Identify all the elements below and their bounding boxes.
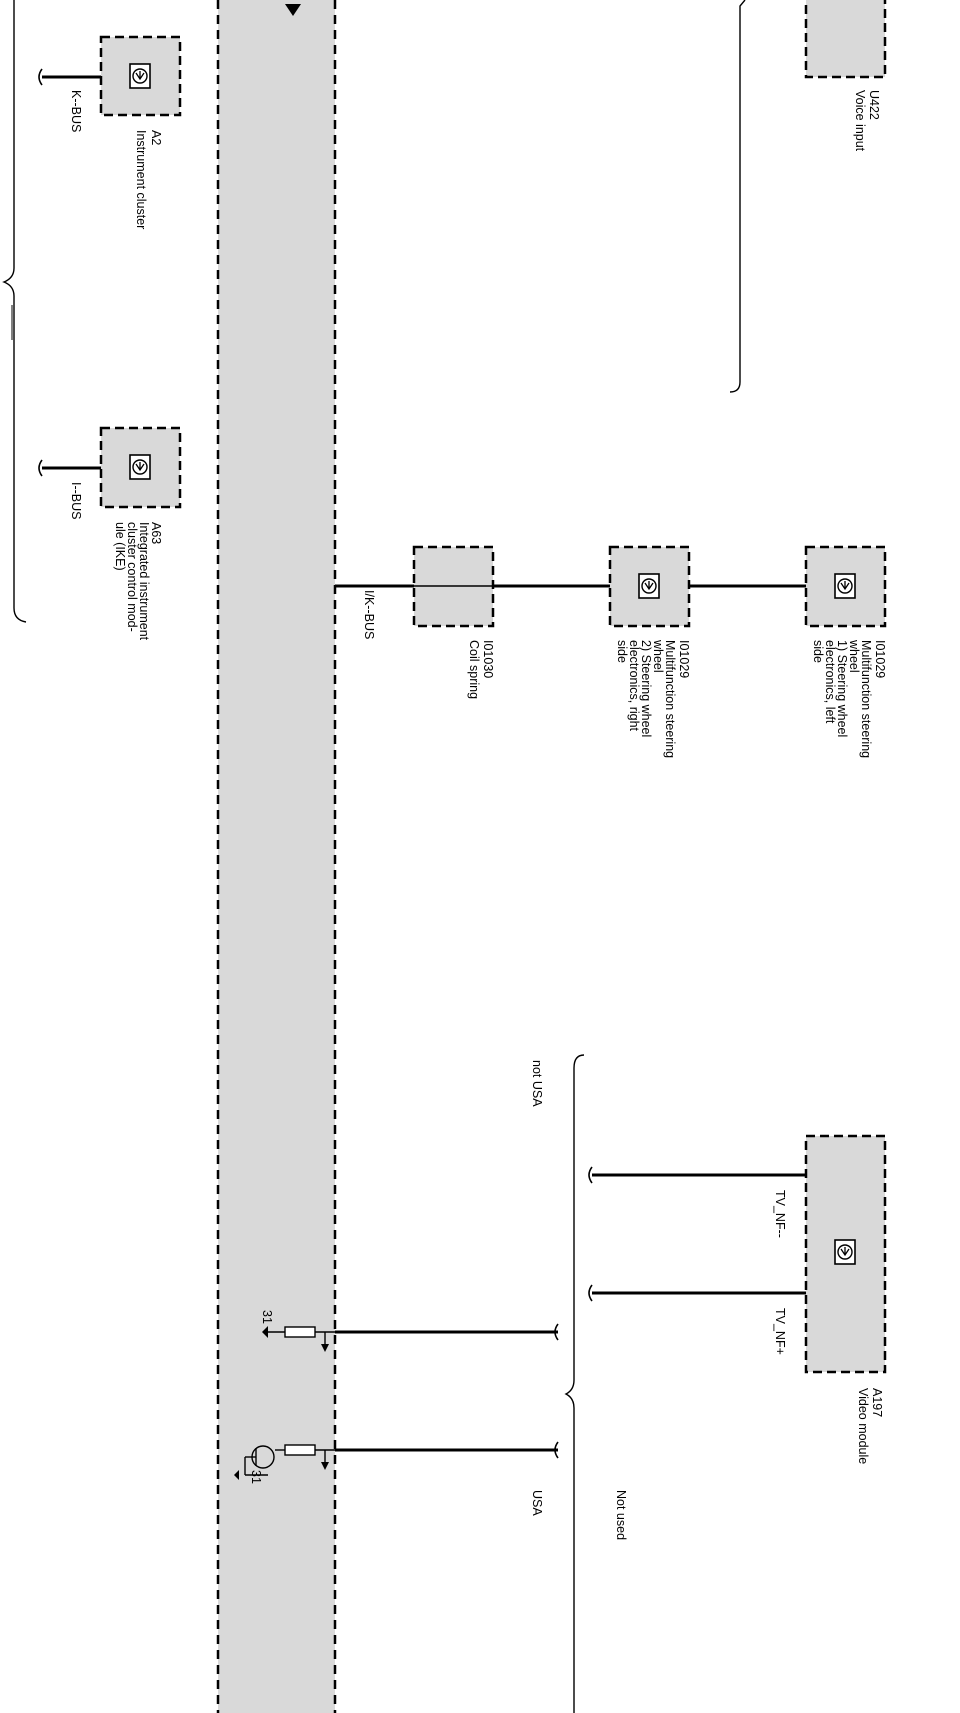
i01029-left-name-4: electronics, left: [823, 640, 837, 724]
i01029-left-name-2: wheel: [847, 639, 861, 673]
bracket-voice-input: [729, 0, 746, 393]
i-bus-label: I--BUS: [69, 482, 83, 520]
central-module-block: [216, 0, 337, 1713]
i01029-right-name-4: electronics, right: [627, 640, 641, 732]
a197-code: A197: [870, 1388, 884, 1417]
not-usa-label: not USA: [530, 1060, 544, 1107]
wire-not-usa-termination: [262, 1323, 559, 1352]
a63-code: A63: [149, 522, 163, 544]
usa-label: USA: [530, 1490, 544, 1516]
module-a197[interactable]: [588, 1134, 887, 1374]
i01029-right-name-2: wheel: [651, 639, 665, 673]
i01029-right-name-3: 2) Steering wheel: [639, 640, 653, 737]
module-a63[interactable]: [38, 426, 182, 509]
tv-nf-minus-label: TV_NF--: [773, 1190, 787, 1238]
a2-code: A2: [149, 130, 163, 145]
module-u422[interactable]: [804, 0, 887, 79]
not-used-label: Not used: [614, 1490, 628, 1540]
bracket-region: [564, 1054, 585, 1713]
module-icon: [129, 454, 151, 480]
component-i01029-right[interactable]: [608, 545, 691, 628]
module-icon: [638, 573, 660, 599]
a63-name-3: ule (IKE): [113, 522, 127, 571]
a63-name-1: Integrated instrument: [137, 522, 151, 641]
a197-name: Video module: [856, 1388, 870, 1464]
module-a2[interactable]: [38, 35, 182, 117]
k-bus-label: K--BUS: [69, 90, 83, 132]
i01029-right-code: I01029: [677, 640, 691, 678]
bracket-instrument-group: [2, 0, 27, 623]
wire-usa-termination: [234, 1441, 559, 1480]
ik-bus-label: I/K--BUS: [362, 590, 376, 639]
a2-name: Instrument cluster: [134, 130, 148, 229]
component-i01029-left[interactable]: [804, 545, 887, 628]
i01030-name: Coil spring: [467, 640, 481, 699]
module-icon: [834, 573, 856, 599]
module-icon: [129, 63, 151, 89]
i01030-code: I01030: [481, 640, 495, 678]
u422-name: Voice input: [853, 90, 867, 152]
ground-31-a: 31: [260, 1310, 274, 1324]
i01029-left-name-1: Multifunction steering: [859, 640, 873, 758]
i01029-right-name-5: side: [615, 640, 629, 663]
component-i01030[interactable]: [412, 545, 495, 628]
i01029-left-name-5: side: [811, 640, 825, 663]
a63-name-2: cluster control mod-: [125, 522, 139, 632]
u422-code: U422: [867, 90, 881, 120]
module-icon: [834, 1239, 856, 1265]
i01029-left-name-3: 1) Steering wheel: [835, 640, 849, 737]
i01029-right-name-1: Multifunction steering: [663, 640, 677, 758]
tv-nf-plus-label: TV_NF+: [773, 1308, 787, 1355]
i01029-left-code: I01029: [873, 640, 887, 678]
ground-31-b: 31: [249, 1470, 263, 1484]
